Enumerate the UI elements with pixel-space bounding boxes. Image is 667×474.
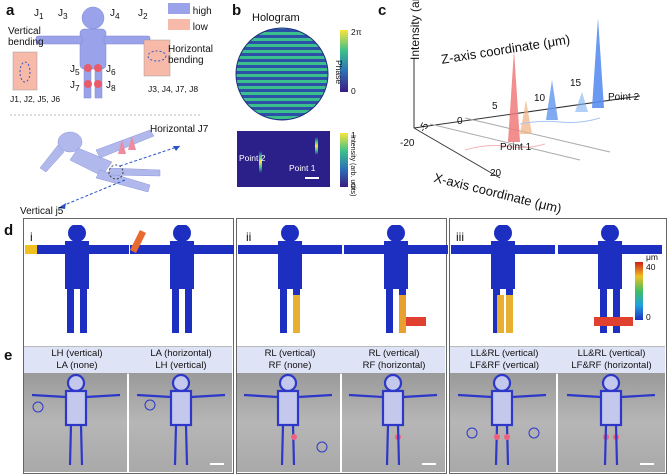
point2-label: Point 2 [239, 153, 266, 163]
scalebar-e2 [422, 463, 436, 465]
point2-spot [259, 151, 262, 173]
scalebar-e1 [210, 463, 224, 465]
panel-a-figure [10, 6, 200, 209]
intensity-label: Intensity (arb. units) [349, 135, 356, 197]
scalebar-b [305, 177, 319, 179]
intensity-bottom: 0 [351, 181, 356, 191]
caption-bar-i [24, 346, 232, 374]
phase-label: Phase [334, 60, 344, 85]
intensity-top: 1 [351, 130, 356, 140]
caption-1: LH (vertical) LA (none) [51, 348, 103, 371]
legend-low-swatch [168, 19, 190, 30]
legend-high: high [192, 6, 212, 17]
x-tick-20: 20 [490, 168, 502, 179]
y-axis-label: Intensity (arb. units) [408, 0, 422, 60]
phase-bottom: 0 [351, 86, 356, 96]
hologram-phase-disc [235, 27, 329, 121]
panel-c-plot [413, 18, 641, 179]
displacement-colorbar [635, 262, 643, 320]
legend-a: high low [168, 3, 212, 35]
intensity-image: Point 2 Point 1 [237, 131, 330, 187]
point1-label: Point 1 [289, 163, 316, 173]
caption-6: LL&RL (vertical) LF&RF (horizontal) [571, 348, 652, 371]
intensity-colorbar [340, 133, 348, 187]
z-tick-5: 5 [492, 101, 498, 112]
z-tick-15: 15 [570, 78, 582, 89]
colorbar-bottom: 0 [646, 312, 651, 322]
horizontal-j7-label: Horizontal J7 [150, 124, 209, 135]
group-label-iii: iii [456, 230, 464, 244]
label-j6: J6 [106, 64, 116, 77]
hologram-title: Hologram [252, 12, 300, 24]
point2-c: Point 2 [608, 92, 640, 103]
panel-d-robots [25, 225, 662, 333]
vertical-bending-label: Vertical bending [8, 26, 44, 48]
panel-label-a: a [6, 2, 15, 19]
panel-label-e: e [4, 347, 13, 364]
label-j4: J4 [110, 8, 120, 21]
label-j7: J7 [70, 80, 80, 93]
colorbar-top: 40 [646, 262, 656, 272]
panel-label-b: b [232, 2, 242, 19]
panel-label-c: c [378, 2, 387, 19]
caption-4: RL (vertical) RF (horizontal) [362, 348, 426, 371]
label-j2: J2 [138, 8, 148, 21]
label-j3: J3 [58, 8, 68, 21]
horizontal-joint-group: J3, J4, J7, J8 [148, 84, 199, 94]
caption-bar-iii [450, 346, 665, 374]
vertical-j5-label: Vertical j5 [20, 206, 64, 217]
phase-colorbar [340, 30, 348, 92]
label-j1: J1 [34, 8, 44, 21]
z-tick-0: 0 [457, 116, 463, 127]
scalebar-e3 [640, 463, 654, 465]
label-j8: J8 [106, 80, 116, 93]
z-tick-10: 10 [534, 93, 546, 104]
caption-5: LL&RL (vertical) LF&RF (vertical) [469, 348, 540, 371]
point1-c: Point 1 [500, 142, 532, 153]
group-label-ii: ii [246, 230, 252, 244]
legend-high-swatch [168, 3, 190, 14]
phase-top: 2π [351, 27, 362, 37]
caption-2: LA (horizontal) LH (vertical) [150, 348, 212, 371]
point1-spot [315, 137, 318, 155]
label-j5: J5 [70, 64, 80, 77]
group-label-i: i [30, 230, 33, 244]
caption-3: RL (vertical) RF (none) [264, 348, 316, 371]
horizontal-bending-label: Horizontal bending [168, 44, 214, 66]
caption-bar-ii [237, 346, 445, 374]
legend-low: low [192, 22, 208, 33]
vertical-joint-group: J1, J2, J5, J6 [10, 94, 61, 104]
panel-e-robots [30, 373, 657, 467]
panel-label-d: d [4, 222, 14, 239]
colorbar-unit: μm [646, 252, 658, 262]
x-tick-m20: -20 [400, 138, 415, 149]
